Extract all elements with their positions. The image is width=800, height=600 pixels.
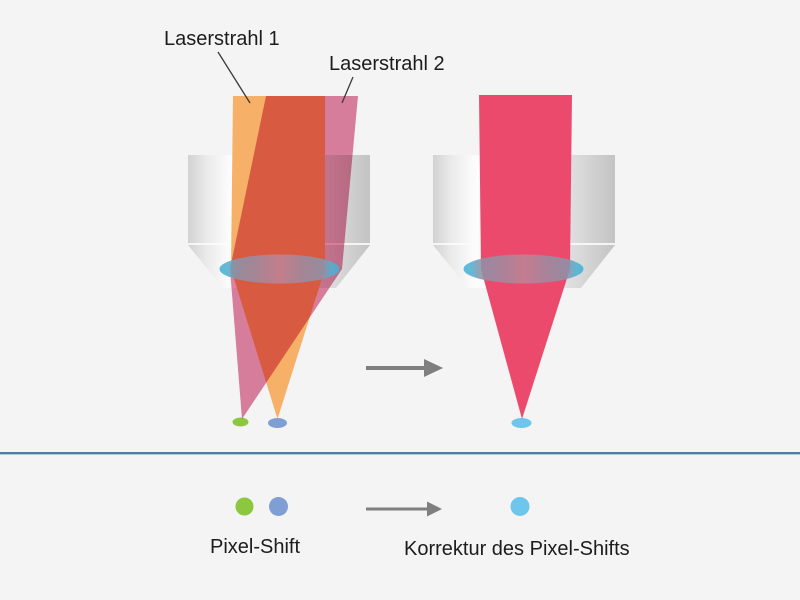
lens-left bbox=[219, 254, 340, 284]
divider-line bbox=[0, 452, 800, 454]
focal-spot-corrected bbox=[511, 418, 532, 428]
arrow-right-icon bbox=[366, 359, 443, 377]
divider-line-highlight bbox=[0, 454, 800, 455]
lens-right bbox=[463, 254, 584, 284]
beam2-label: Laserstrahl 2 bbox=[329, 53, 445, 75]
legend-dot-skyblue bbox=[510, 497, 530, 516]
focal-spot-periwinkle bbox=[268, 418, 287, 428]
focal-spot-green bbox=[232, 417, 249, 427]
arrow-right-icon bbox=[366, 501, 442, 517]
beam1-pointer-line bbox=[217, 51, 251, 104]
beam2-pointer-line bbox=[341, 76, 354, 104]
beam1-label: Laserstrahl 1 bbox=[164, 28, 280, 50]
legend-dot-green bbox=[235, 497, 254, 516]
legend-dot-periwinkle bbox=[269, 497, 288, 516]
arrow-head bbox=[427, 501, 442, 517]
legend-label-pixel-shift: Pixel-Shift bbox=[210, 536, 301, 558]
legend-label-correction: Korrektur des Pixel-Shifts bbox=[404, 538, 630, 560]
arrow-head bbox=[424, 359, 443, 377]
